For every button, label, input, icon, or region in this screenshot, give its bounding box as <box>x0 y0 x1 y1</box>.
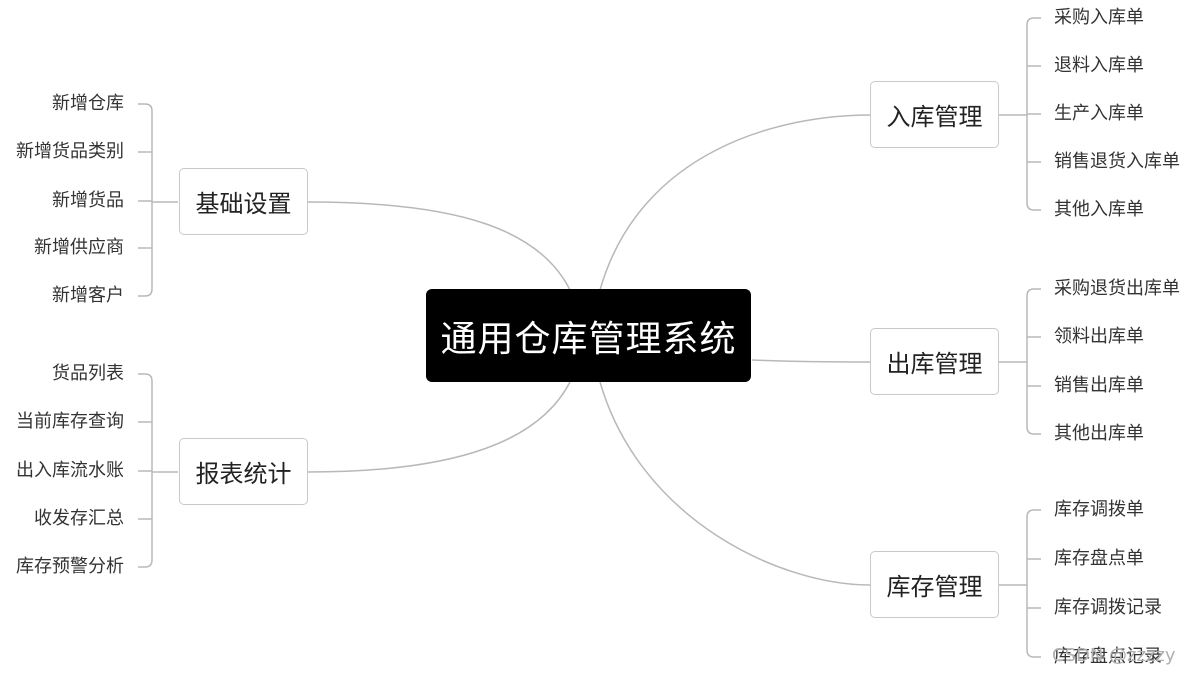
leaf-inbound-2[interactable]: 生产入库单 <box>1054 103 1144 124</box>
leaf-basic-1[interactable]: 新增货品类别 <box>16 141 124 162</box>
leaf-stock-3[interactable]: 库存盘点记录 <box>1054 646 1162 667</box>
leaf-report-3[interactable]: 收发存汇总 <box>34 508 124 529</box>
bracket-stock <box>999 509 1041 658</box>
leaf-basic-3[interactable]: 新增供应商 <box>34 237 124 258</box>
leaf-report-4[interactable]: 库存预警分析 <box>16 556 124 577</box>
leaf-inbound-4[interactable]: 其他入库单 <box>1054 199 1144 220</box>
bracket-outbound <box>999 288 1041 435</box>
branch-basic-settings[interactable]: 基础设置 <box>179 168 308 235</box>
leaf-stock-0[interactable]: 库存调拨单 <box>1054 499 1144 520</box>
connector-report <box>307 381 571 473</box>
leaf-stock-2[interactable]: 库存调拨记录 <box>1054 597 1162 618</box>
leaf-basic-4[interactable]: 新增客户 <box>52 285 124 306</box>
leaf-report-0[interactable]: 货品列表 <box>52 363 124 384</box>
connector-outbound <box>751 359 871 363</box>
bracket-report <box>138 373 178 568</box>
branch-inbound[interactable]: 入库管理 <box>870 81 999 148</box>
connector-basic <box>307 201 571 291</box>
watermark-text: CSDN @zzzzy <box>1052 645 1176 666</box>
leaf-outbound-3[interactable]: 其他出库单 <box>1054 423 1144 444</box>
leaf-outbound-1[interactable]: 领料出库单 <box>1054 326 1144 347</box>
leaf-report-1[interactable]: 当前库存查询 <box>16 411 124 432</box>
bracket-inbound <box>999 17 1041 211</box>
leaf-report-2[interactable]: 出入库流水账 <box>16 460 124 481</box>
central-topic[interactable]: 通用仓库管理系统 <box>426 289 751 382</box>
connector-stock <box>599 381 871 586</box>
leaf-stock-1[interactable]: 库存盘点单 <box>1054 548 1144 569</box>
leaf-basic-2[interactable]: 新增货品 <box>52 190 124 211</box>
leaf-inbound-1[interactable]: 退料入库单 <box>1054 55 1144 76</box>
leaf-basic-0[interactable]: 新增仓库 <box>52 93 124 114</box>
leaf-outbound-2[interactable]: 销售出库单 <box>1054 375 1144 396</box>
branch-report-stats[interactable]: 报表统计 <box>179 438 308 505</box>
branch-outbound[interactable]: 出库管理 <box>870 328 999 395</box>
leaf-outbound-0[interactable]: 采购退货出库单 <box>1054 278 1180 299</box>
leaf-inbound-0[interactable]: 采购入库单 <box>1054 7 1144 28</box>
connector-inbound <box>599 114 871 291</box>
bracket-basic <box>138 103 178 297</box>
branch-stock[interactable]: 库存管理 <box>870 551 999 618</box>
leaf-inbound-3[interactable]: 销售退货入库单 <box>1054 151 1180 172</box>
